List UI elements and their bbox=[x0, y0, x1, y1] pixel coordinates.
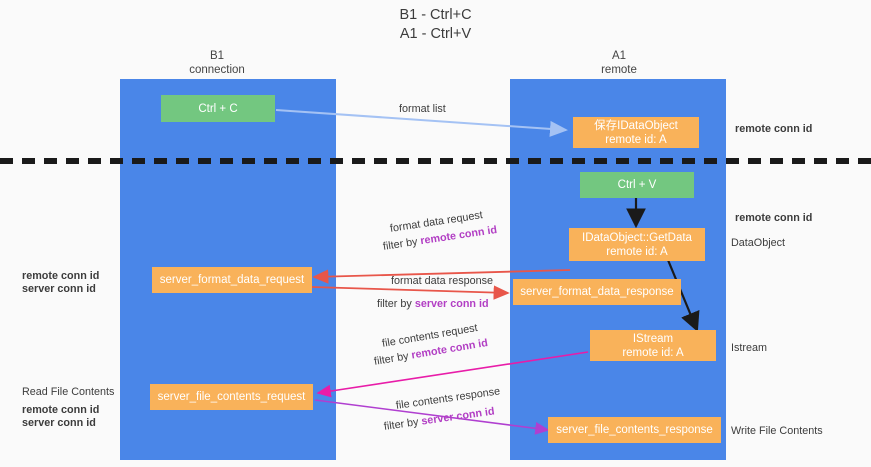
node-server-file-contents-response[interactable]: server_file_contents_response bbox=[548, 417, 721, 443]
node-server-file-contents-request[interactable]: server_file_contents_request bbox=[150, 384, 313, 410]
annotation-left-server-conn-id-bottom: server conn id bbox=[22, 417, 96, 429]
edge-label-format-data-response-filter: filter by server conn id bbox=[377, 297, 489, 311]
annotation-read-file-contents: Read File Contents bbox=[22, 386, 115, 398]
filter-prefix: filter by bbox=[377, 298, 415, 310]
lane-header-b1: B1 connection bbox=[189, 50, 245, 76]
filter-prefix: filter by bbox=[373, 349, 413, 368]
filter-prefix: filter by bbox=[382, 235, 422, 253]
annotation-remote-conn-id-mid: remote conn id bbox=[735, 212, 813, 224]
lane-header-a1: A1 remote bbox=[601, 50, 637, 76]
node-ctrl-v[interactable]: Ctrl + V bbox=[580, 172, 694, 198]
edge-label-format-list: format list bbox=[399, 103, 446, 115]
annotation-remote-conn-id-top: remote conn id bbox=[735, 123, 813, 135]
diagram-title: B1 - Ctrl+C A1 - Ctrl+V bbox=[399, 7, 472, 42]
node-store-idataobject[interactable]: 保存IDataObject remote id: A bbox=[573, 117, 699, 148]
filter-key-server-conn-id: server conn id bbox=[420, 405, 496, 428]
node-ctrl-c[interactable]: Ctrl + C bbox=[161, 95, 275, 122]
annotation-istream: Istream bbox=[731, 342, 767, 354]
filter-key-server-conn-id: server conn id bbox=[414, 298, 489, 310]
filter-prefix: filter by bbox=[383, 415, 423, 433]
annotation-left-remote-conn-id-bottom: remote conn id bbox=[22, 404, 100, 416]
edge-label-format-data-response: format data response bbox=[391, 275, 494, 287]
annotation-left-server-conn-id-mid: server conn id bbox=[22, 283, 96, 295]
annotation-left-remote-conn-id-mid: remote conn id bbox=[22, 270, 100, 282]
annotation-dataobject: DataObject bbox=[731, 237, 786, 249]
node-istream[interactable]: IStream remote id: A bbox=[590, 330, 716, 361]
annotation-write-file-contents: Write File Contents bbox=[731, 425, 823, 437]
node-idataobject-getdata[interactable]: IDataObject::GetData remote id: A bbox=[569, 228, 705, 261]
node-server-format-data-request[interactable]: server_format_data_request bbox=[152, 267, 312, 293]
node-server-format-data-response[interactable]: server_format_data_response bbox=[513, 279, 681, 305]
